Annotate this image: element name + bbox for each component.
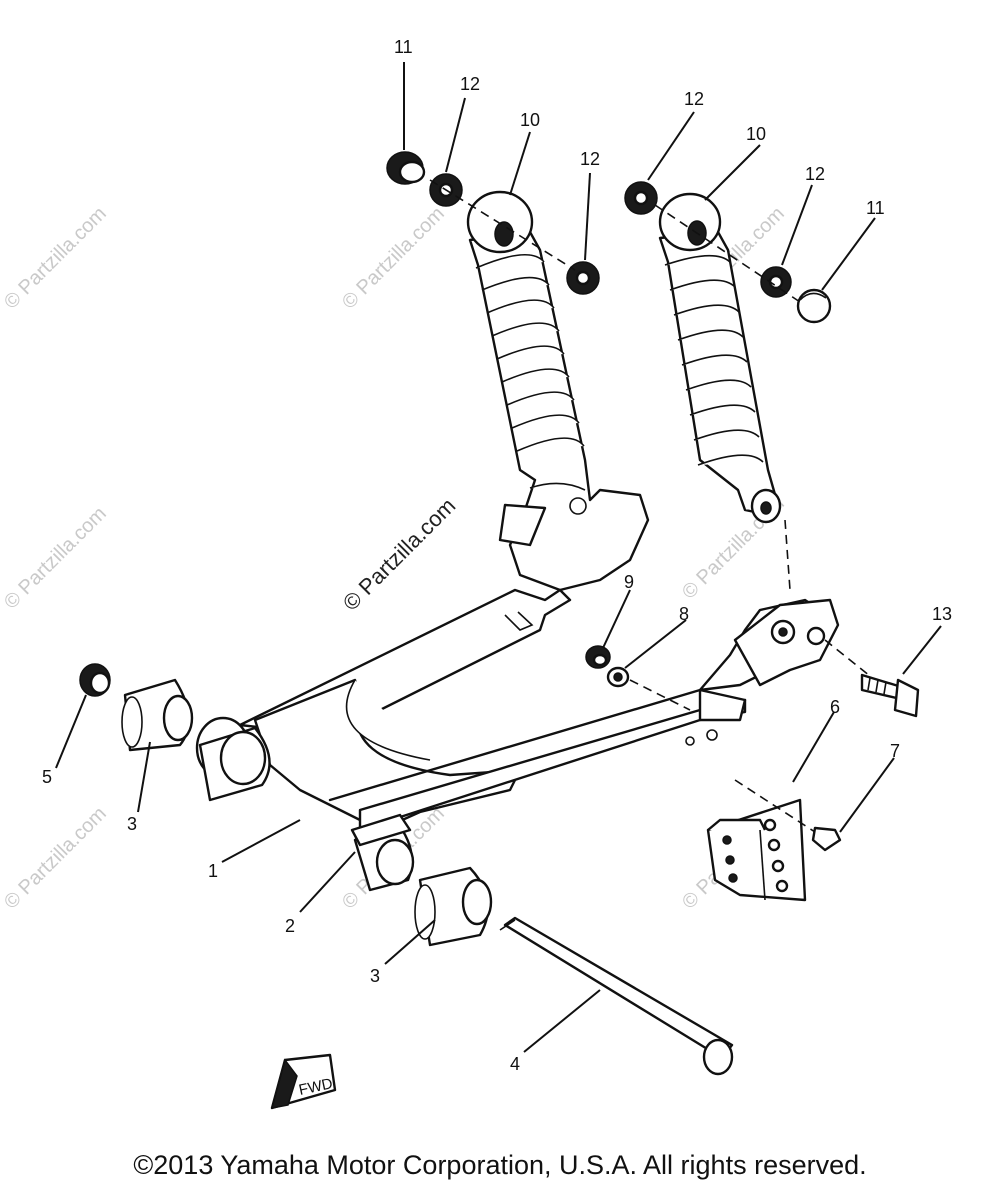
fwd-label: FWD	[297, 1075, 334, 1099]
rear-arm	[195, 588, 840, 892]
leader-lines	[55, 62, 942, 1053]
callout-8: 8	[679, 604, 689, 624]
callout-4: 4	[510, 1054, 520, 1074]
callout-1: 1	[208, 861, 218, 881]
copyright-notice: ©2013 Yamaha Motor Corporation, U.S.A. A…	[133, 1150, 867, 1180]
callout-9: 9	[624, 572, 634, 592]
callout-6: 6	[830, 697, 840, 717]
callout-5: 5	[42, 767, 52, 787]
callout-12: 12	[580, 149, 600, 169]
watermark-text: © Partzilla.com	[0, 203, 111, 314]
callout-numbers: 11 12 10 12 12 10 12 11 5 3 1 2 3 4 9 8 …	[42, 37, 952, 1074]
shock-absorber-left	[466, 190, 650, 592]
watermark-text: © Partzilla.com	[0, 803, 111, 914]
callout-11: 11	[866, 198, 885, 218]
callout-11: 11	[394, 37, 413, 57]
shock-absorber-right	[658, 192, 782, 524]
callout-13: 13	[932, 604, 952, 624]
callout-12: 12	[805, 164, 825, 184]
loose-parts	[79, 639, 920, 1076]
callout-10: 10	[746, 124, 766, 144]
callout-12: 12	[460, 74, 480, 94]
callout-10: 10	[520, 110, 540, 130]
callout-12: 12	[684, 89, 704, 109]
shock-hardware	[386, 151, 832, 591]
fwd-arrow: FWD	[270, 1053, 337, 1110]
callout-3: 3	[127, 814, 137, 834]
watermark-text: © Partzilla.com	[0, 503, 111, 614]
callout-2: 2	[285, 916, 295, 936]
rear-arm-exploded-diagram: © Partzilla.com © Partzilla.com © Partzi…	[0, 37, 952, 1110]
watermark-text: © Partzilla.com	[338, 203, 449, 314]
callout-3: 3	[370, 966, 380, 986]
watermark-text-center: © Partzilla.com	[338, 493, 461, 616]
callout-7: 7	[890, 741, 900, 761]
